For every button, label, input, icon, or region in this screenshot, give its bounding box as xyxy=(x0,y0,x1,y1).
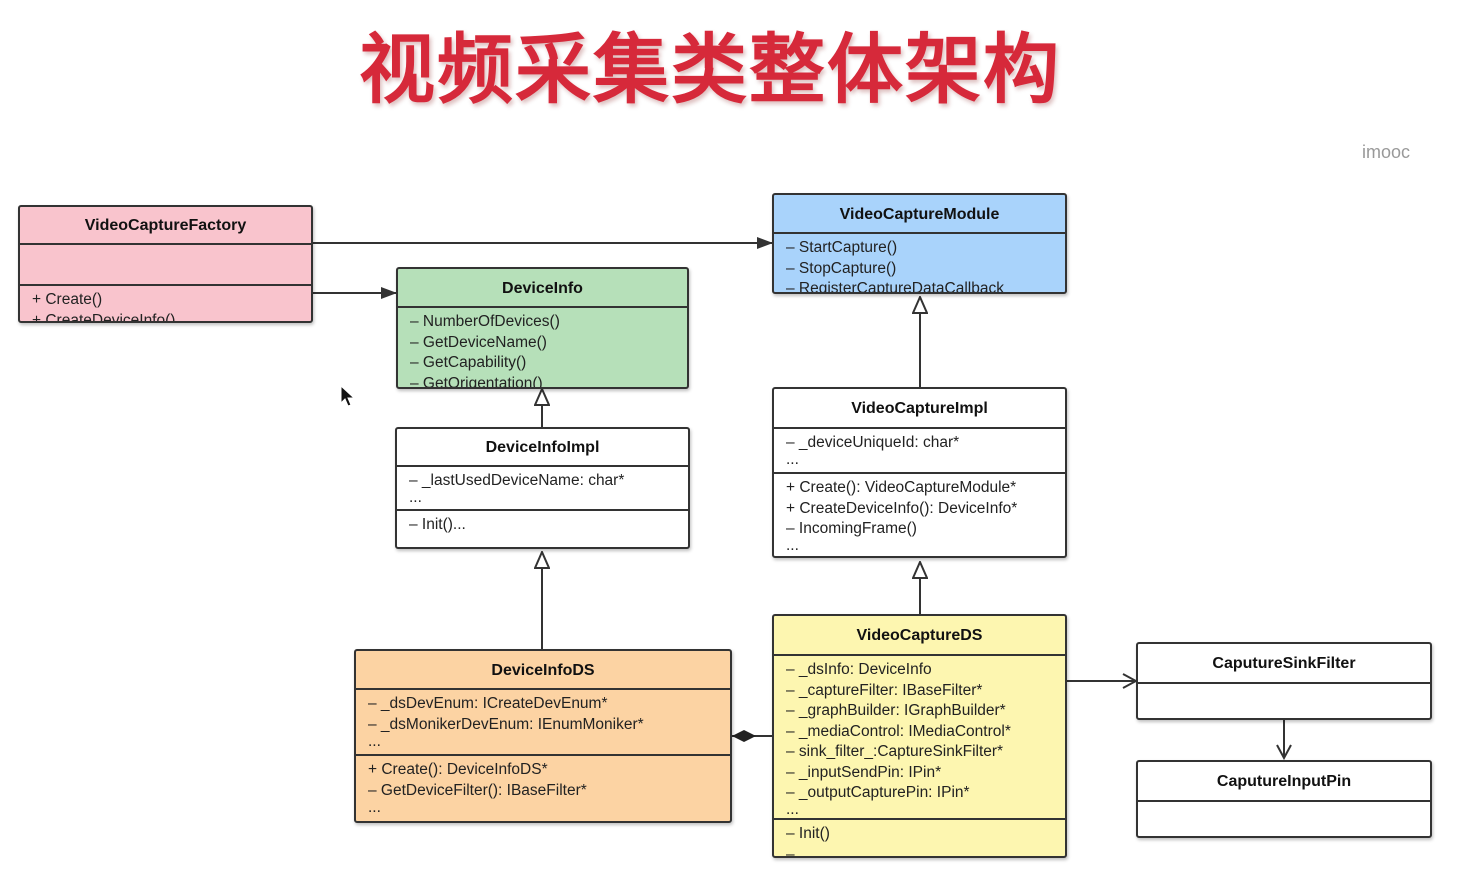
class-video-capture-ds: VideoCaptureDS – _dsInfo: DeviceInfo – _… xyxy=(772,614,1067,858)
member: + CreateDeviceInfo() xyxy=(32,311,176,323)
class-capture-input-pin: CaputureInputPin xyxy=(1136,760,1432,838)
class-video-capture-factory: VideoCaptureFactory + Create() + CreateD… xyxy=(18,205,313,323)
member: + CreateDeviceInfo(): DeviceInfo* xyxy=(786,499,1018,517)
methods-section: – Init() – ... xyxy=(774,818,1065,858)
class-name: DeviceInfo xyxy=(398,269,687,308)
member: – _captureFilter: IBaseFilter* xyxy=(786,681,983,699)
methods-section: – StartCapture() – StopCapture() – Regis… xyxy=(774,234,1065,294)
methods-section: – Init()... xyxy=(397,509,688,536)
member: – _outputCapturePin: IPin* xyxy=(786,784,970,801)
member: ... xyxy=(368,733,381,750)
member: ... xyxy=(368,799,381,816)
class-device-info: DeviceInfo – NumberOfDevices() – GetDevi… xyxy=(396,267,689,389)
mouse-cursor-icon xyxy=(340,385,356,407)
member: – _graphBuilder: IGraphBuilder* xyxy=(786,702,1006,719)
attributes-section xyxy=(20,245,311,284)
member: – _dsDevEnum: ICreateDevEnum* xyxy=(368,695,608,712)
member: + Create(): DeviceInfoDS* xyxy=(368,761,548,778)
class-name: VideoCaptureDS xyxy=(774,616,1065,656)
member: – _inputSendPin: IPin* xyxy=(786,763,942,781)
member: ... xyxy=(786,536,799,554)
member: – StartCapture() xyxy=(786,239,898,256)
attributes-section: – _lastUsedDeviceName: char* ... xyxy=(397,467,688,509)
member: – RegisterCaptureDataCallback xyxy=(786,280,1004,294)
body-section xyxy=(1138,684,1430,718)
methods-section: + Create() + CreateDeviceInfo() xyxy=(20,284,311,323)
class-capture-sink-filter: CaputureSinkFilter xyxy=(1136,642,1432,720)
member: – _dsInfo: DeviceInfo xyxy=(786,661,932,678)
member: – GetOrigentation() xyxy=(410,374,543,389)
member: – Init()... xyxy=(409,516,466,533)
member: – ... xyxy=(786,845,812,858)
member: + Create() xyxy=(32,291,103,308)
class-name: CaputureInputPin xyxy=(1138,762,1430,802)
class-video-capture-impl: VideoCaptureImpl – _deviceUniqueId: char… xyxy=(772,387,1067,558)
member: ... xyxy=(786,800,799,818)
methods-section: + Create(): DeviceInfoDS* – GetDeviceFil… xyxy=(356,754,730,815)
member: – _deviceUniqueId: char* xyxy=(786,434,960,451)
member: – _dsMonikerDevEnum: IEnumMoniker* xyxy=(368,715,644,733)
member: – GetDeviceFilter(): IBaseFilter* xyxy=(368,781,587,799)
attributes-section: – _dsInfo: DeviceInfo – _captureFilter: … xyxy=(774,656,1065,818)
member: – sink_filter_:CaptureSinkFilter* xyxy=(786,743,1004,760)
attributes-section: – _dsDevEnum: ICreateDevEnum* – _dsMonik… xyxy=(356,690,730,754)
class-name: DeviceInfoImpl xyxy=(397,429,688,467)
member: – GetCapability() xyxy=(410,354,527,371)
body-section xyxy=(1138,802,1430,836)
class-device-info-ds: DeviceInfoDS – _dsDevEnum: ICreateDevEnu… xyxy=(354,649,732,823)
methods-section: + Create(): VideoCaptureModule* + Create… xyxy=(774,472,1065,554)
member: – NumberOfDevices() xyxy=(410,313,560,330)
class-name: CaputureSinkFilter xyxy=(1138,644,1430,684)
member: – StopCapture() xyxy=(786,259,897,277)
member: – _lastUsedDeviceName: char* xyxy=(409,472,625,489)
member: – GetDeviceName() xyxy=(410,333,547,351)
class-name: DeviceInfoDS xyxy=(356,651,730,690)
member: + Create(): VideoCaptureModule* xyxy=(786,479,1017,496)
watermark: imooc xyxy=(1362,142,1411,162)
class-video-capture-module: VideoCaptureModule – StartCapture() – St… xyxy=(772,193,1067,294)
member: – IncomingFrame() xyxy=(786,520,917,537)
class-name: VideoCaptureImpl xyxy=(774,389,1065,429)
methods-section: – NumberOfDevices() – GetDeviceName() – … xyxy=(398,308,687,389)
attributes-section: – _deviceUniqueId: char* ... xyxy=(774,429,1065,472)
page-title: 视频采集类整体架构 xyxy=(359,25,1061,114)
class-name: VideoCaptureFactory xyxy=(20,207,311,245)
member: – Init() xyxy=(786,825,830,842)
class-name: VideoCaptureModule xyxy=(774,195,1065,234)
member: – _mediaControl: IMediaControl* xyxy=(786,722,1011,740)
member: ... xyxy=(786,450,799,468)
member: ... xyxy=(409,488,422,506)
class-device-info-impl: DeviceInfoImpl – _lastUsedDeviceName: ch… xyxy=(395,427,690,549)
